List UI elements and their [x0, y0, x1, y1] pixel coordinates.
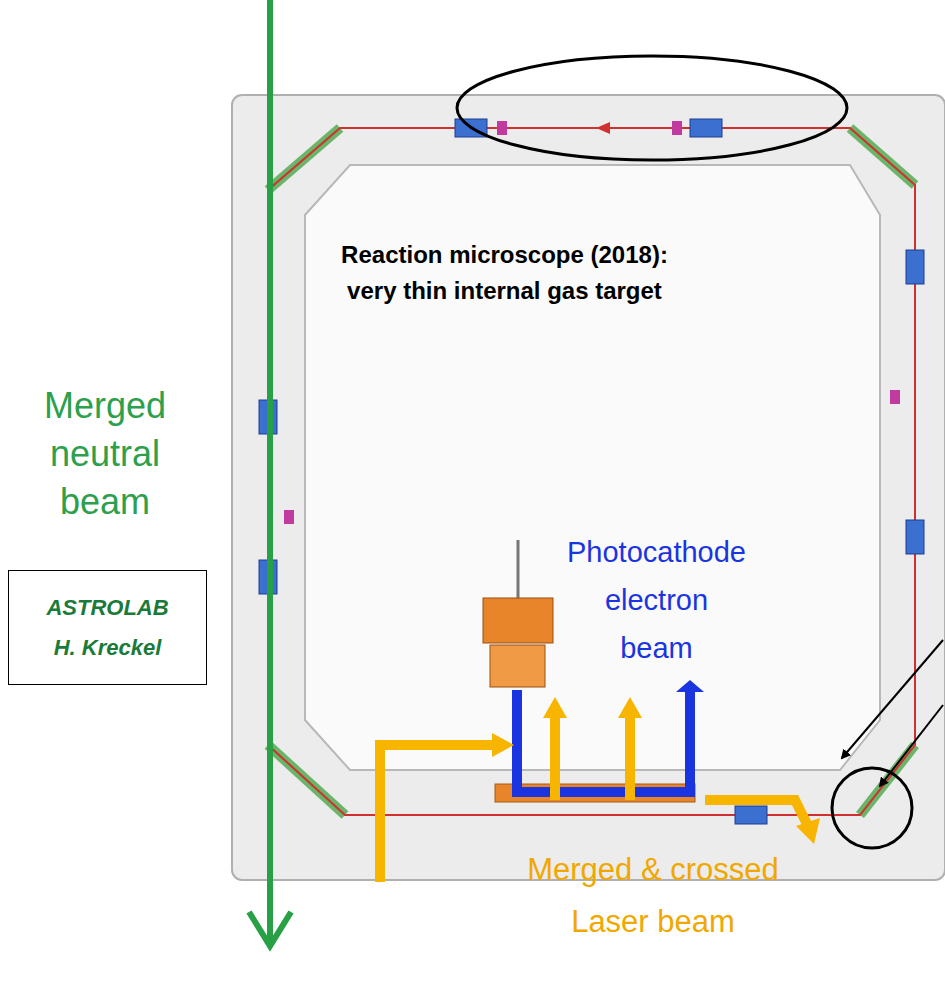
electron-beam-arrow	[517, 690, 690, 792]
group-box: ASTROLAB H. Kreckel	[8, 570, 207, 685]
laser-heads	[492, 697, 820, 844]
beam-label: Merged neutral beam	[30, 382, 180, 526]
dipole-magnets	[268, 128, 915, 815]
photocathode-gun	[483, 598, 553, 643]
beam-label: Photocathode electron beam	[566, 528, 747, 672]
gun-chamber	[490, 645, 545, 687]
beam-direction	[596, 122, 610, 134]
ion-beam-path	[268, 128, 915, 815]
ring-plate	[232, 95, 945, 880]
electron-beam-head	[676, 680, 704, 692]
gun-feedthrough	[517, 540, 520, 600]
highlight-ellipse	[457, 56, 847, 160]
leader-arrow	[880, 705, 943, 786]
ring-opening	[305, 165, 880, 770]
neutral-beam-arrow	[267, 0, 273, 944]
neutral-beam-head	[249, 912, 291, 946]
highlight-circle	[832, 768, 912, 848]
group-name: ASTROLAB H. Kreckel	[40, 588, 175, 668]
beam-label: Merged & crossed Laser beam	[523, 844, 783, 948]
quadrupole-magnets	[259, 119, 924, 824]
corrector-magnets	[284, 121, 900, 524]
location-note: Reaction microscope (2018): very thin in…	[332, 237, 677, 309]
leader-arrow	[842, 640, 943, 758]
